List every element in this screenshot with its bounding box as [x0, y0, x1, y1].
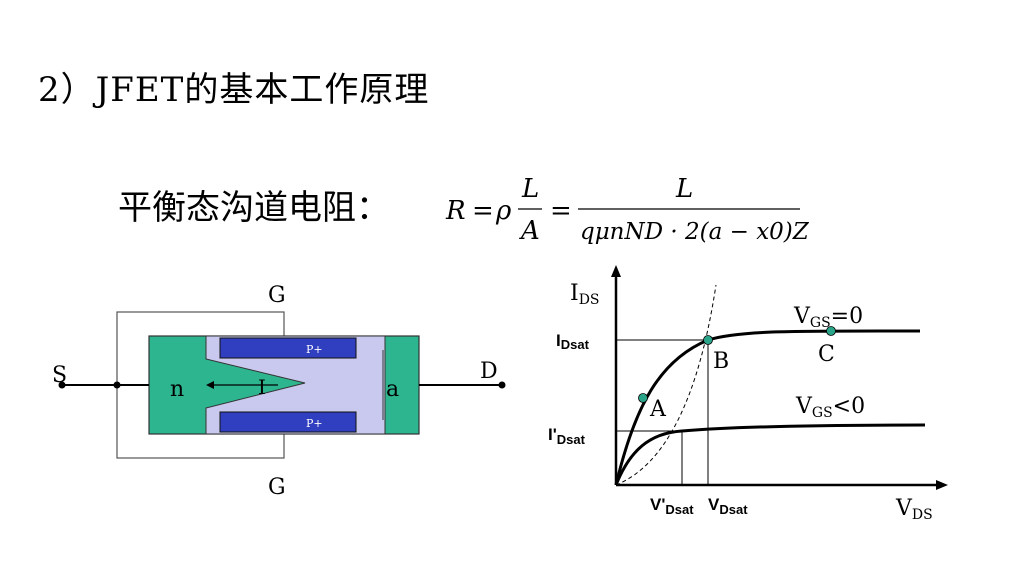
iv-characteristic-graph: A B C IDS VDS IDsat I'Dsat V'Dsat VDsat … — [548, 265, 948, 523]
vdsat-label: VDsat — [708, 495, 748, 517]
point-b-marker — [703, 335, 713, 345]
current-arrowhead — [206, 381, 214, 389]
source-label: S — [52, 363, 67, 388]
formula-frac1-num: L — [521, 174, 539, 204]
gate-label-bottom: G — [268, 475, 286, 500]
formula-lhs: R — [445, 196, 466, 226]
formula-eq1: = — [472, 196, 494, 226]
depletion-region — [205, 335, 386, 435]
p-gate-bottom-label: P+ — [306, 417, 323, 430]
drain-terminal — [498, 381, 506, 389]
p-gate-top — [219, 337, 357, 359]
idsat2-label: I'Dsat — [548, 425, 586, 447]
p-gate-bottom — [219, 411, 357, 433]
point-c-label: C — [818, 342, 835, 367]
n-region-label: n — [170, 377, 184, 402]
p-gate-top-label: P+ — [306, 343, 323, 356]
curve-vgs-zero-label: VGS=0 — [793, 304, 863, 331]
formula-rho: ρ — [495, 196, 512, 226]
curve-vgs-negative — [614, 423, 926, 486]
vdsat2-label: V'Dsat — [650, 495, 694, 517]
saturation-boundary — [615, 284, 717, 486]
slide-title: 2）JFET的基本工作原理 — [38, 70, 430, 110]
y-axis-arrow — [611, 265, 621, 277]
x-axis-arrow — [936, 480, 948, 490]
formula-frac2-den: qμnND · 2(a − x0)Z — [580, 219, 810, 245]
source-junction — [113, 381, 121, 389]
y-axis-label: IDS — [570, 281, 600, 308]
current-label: I — [258, 375, 266, 399]
resistance-formula: R = ρ L A = L qμnND · 2(a − x0)Z — [445, 174, 810, 246]
idsat-label: IDsat — [556, 331, 590, 352]
a-label: a — [386, 377, 399, 402]
jfet-device-diagram: P+ P+ G G S D n I a — [52, 283, 506, 500]
equation-label: 平衡态沟道电阻： — [118, 188, 390, 228]
point-a-label: A — [649, 397, 667, 422]
formula-frac1-den: A — [519, 216, 540, 246]
formula-eq2: = — [550, 196, 572, 226]
point-c-marker — [826, 326, 836, 336]
drain-label: D — [480, 359, 498, 384]
source-terminal — [58, 381, 66, 389]
formula-frac2-num: L — [675, 174, 693, 204]
curve-vgs-negative-label: VGS<0 — [795, 394, 865, 421]
x-axis-label: VDS — [895, 496, 933, 523]
point-b-label: B — [713, 349, 729, 374]
gate-label-top: G — [268, 283, 286, 308]
point-a-marker — [638, 393, 648, 403]
